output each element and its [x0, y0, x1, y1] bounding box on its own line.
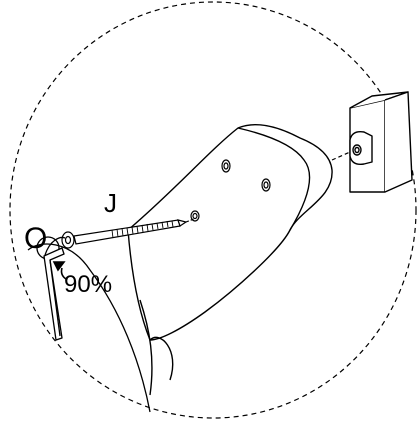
arm-holes — [190, 159, 271, 222]
label-part-j: J — [104, 188, 117, 218]
alignment-line — [331, 151, 351, 161]
barrel-nut-icon — [349, 91, 413, 193]
label-part-o: O — [24, 222, 47, 255]
label-angle: 90% — [64, 271, 112, 298]
detail-circle — [9, 1, 417, 419]
allen-key-icon — [43, 247, 65, 341]
wooden-arm — [127, 123, 333, 396]
bolt-icon — [61, 218, 195, 249]
rotation-arrow-icon — [52, 261, 67, 280]
